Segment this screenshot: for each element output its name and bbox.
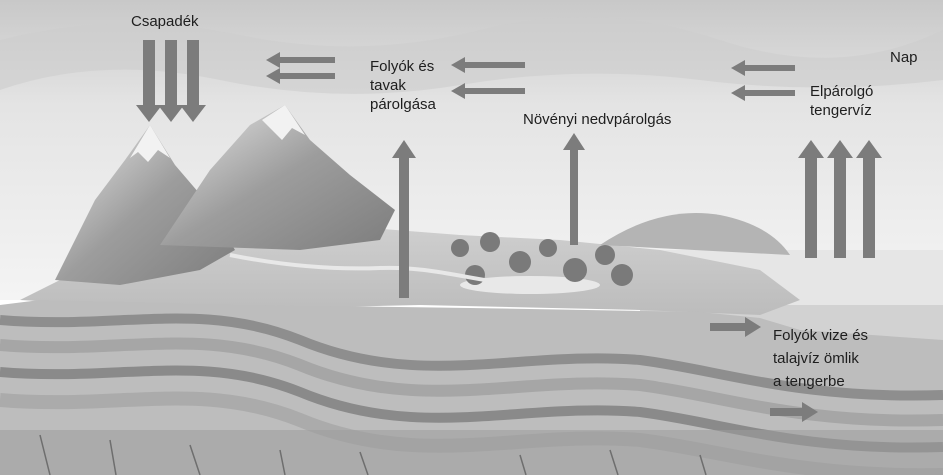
bedrock-blocks [0, 430, 943, 475]
tree [465, 265, 485, 285]
label-runoff-line1: Folyók vize és [773, 326, 868, 345]
tree [611, 264, 633, 286]
tree [480, 232, 500, 252]
label-sea-evaporation-line2: tengervíz [810, 101, 872, 120]
label-sun: Nap [890, 48, 918, 67]
label-sea-evaporation-line1: Elpárolgó [810, 82, 873, 101]
label-river-evaporation-line3: párolgása [370, 95, 436, 114]
tree [451, 239, 469, 257]
precipitation-arrows [136, 40, 206, 122]
label-transpiration: Növényi nedvpárolgás [523, 110, 671, 129]
sea-evaporation-arrows [798, 140, 882, 258]
label-river-evaporation-line2: tavak [370, 76, 406, 95]
tree [563, 258, 587, 282]
label-river-evaporation-line1: Folyók és [370, 57, 434, 76]
label-runoff-line2: talajvíz ömlik [773, 349, 859, 368]
label-precipitation: Csapadék [131, 12, 199, 31]
tree [595, 245, 615, 265]
tree [539, 239, 557, 257]
label-runoff-line3: a tengerbe [773, 372, 845, 391]
tree [509, 251, 531, 273]
